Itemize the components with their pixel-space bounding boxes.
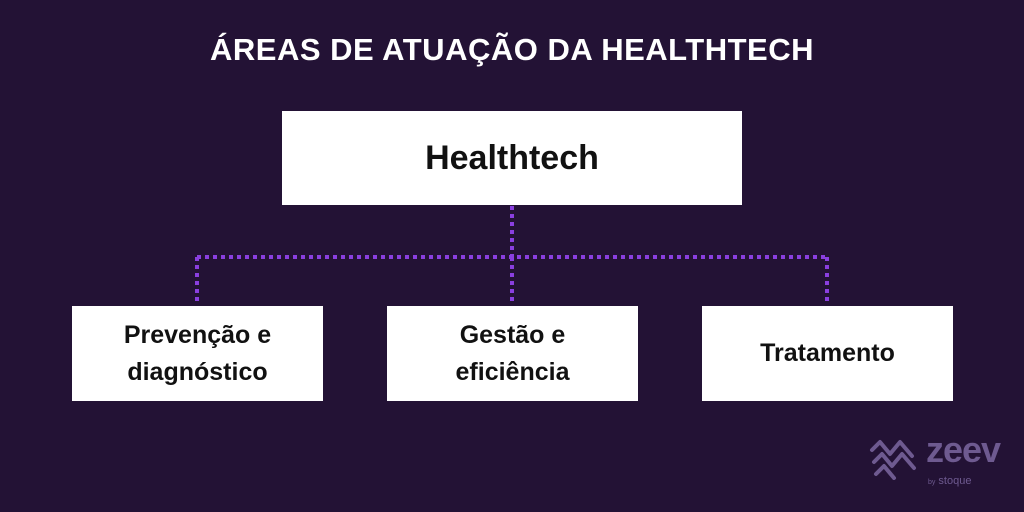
node-label-line1: Tratamento [760, 339, 895, 368]
zeev-logo-wordmark: zeev [926, 429, 1001, 470]
node-label-line1: Prevenção e [123, 321, 272, 350]
root-node-healthtech: Healthtech [282, 111, 742, 205]
node-gestao-eficiencia: Gestão e eficiência [387, 306, 638, 401]
zeev-logo-icon [870, 440, 916, 480]
node-label-line2: diagnóstico [127, 357, 268, 386]
logo-by-text: by [928, 479, 936, 486]
node-label-line1: Gestão e [459, 321, 566, 350]
node-label-line2: eficiência [455, 357, 570, 386]
logo-company-text: stoque [938, 475, 972, 487]
node-tratamento: Tratamento [702, 306, 953, 401]
diagram-title: ÁREAS DE ATUAÇÃO DA HEALTHTECH [210, 32, 814, 67]
root-node-label: Healthtech [425, 138, 599, 177]
node-prevencao-diagnostico: Prevenção e diagnóstico [72, 306, 323, 401]
